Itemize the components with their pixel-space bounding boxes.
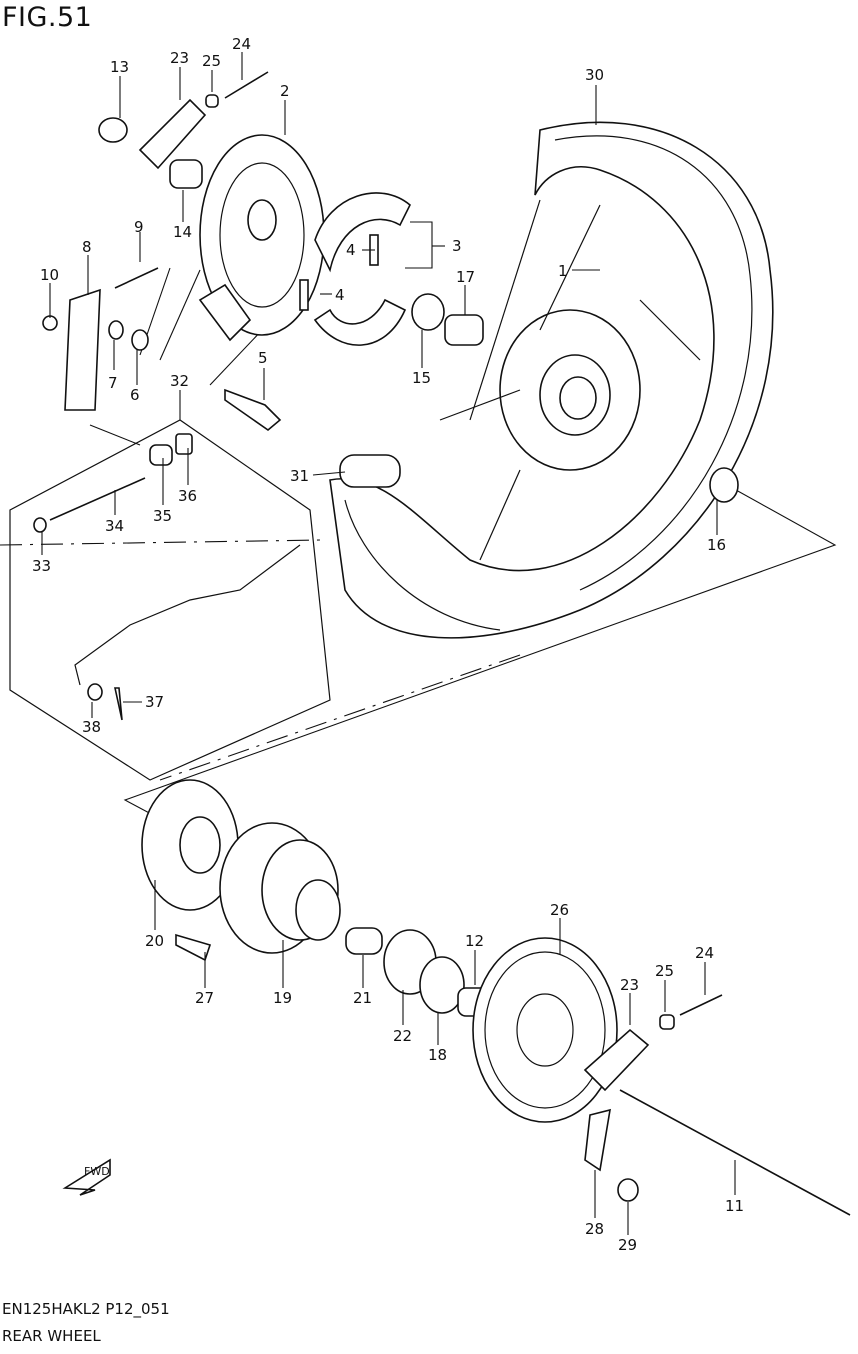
- brake-shoe-upper: [314, 192, 411, 273]
- callout-31: 31: [290, 467, 309, 485]
- callout-18: 18: [428, 1046, 447, 1064]
- callout-23: 23: [620, 976, 639, 994]
- spacer: [169, 159, 203, 189]
- callout-32: 32: [170, 372, 189, 390]
- callout-35: 35: [153, 507, 172, 525]
- callout-4: 4: [346, 241, 356, 259]
- callout-6: 6: [130, 386, 140, 404]
- rear-hub: [219, 822, 341, 954]
- callout-3: 3: [452, 237, 462, 255]
- bearing: [709, 467, 739, 503]
- callout-12: 12: [465, 932, 484, 950]
- joint: [149, 444, 173, 466]
- callout-28: 28: [585, 1220, 604, 1238]
- nut: [98, 117, 128, 143]
- washer: [33, 517, 47, 533]
- leader-lines: [41, 52, 736, 1235]
- wheel-rim: [439, 199, 701, 561]
- callout-2: 2: [280, 82, 290, 100]
- callout-33: 33: [32, 557, 51, 575]
- brake-shoe-lower: [313, 298, 407, 346]
- callout-22: 22: [393, 1027, 412, 1045]
- callout-13: 13: [110, 58, 129, 76]
- oil-seal: [419, 956, 465, 1014]
- callout-26: 26: [550, 901, 569, 919]
- callout-34: 34: [105, 517, 124, 535]
- tube: [339, 454, 401, 488]
- fwd-arrow-icon: FWD: [62, 1158, 111, 1196]
- callout-36: 36: [178, 487, 197, 505]
- brake-rod: [74, 544, 301, 686]
- brake-spring: [299, 279, 309, 311]
- pin: [175, 433, 193, 455]
- chain-adjuster: [583, 1028, 650, 1092]
- callout-29: 29: [618, 1236, 637, 1254]
- svg-text:FWD: FWD: [84, 1165, 110, 1178]
- axle-nut: [617, 1178, 639, 1202]
- callout-16: 16: [707, 536, 726, 554]
- brake-spring: [49, 477, 146, 521]
- adjuster-bolt: [679, 994, 723, 1016]
- washer: [87, 683, 103, 701]
- callout-1: 1: [558, 262, 568, 280]
- callout-8: 8: [82, 238, 92, 256]
- callout-21: 21: [353, 989, 372, 1007]
- rear-sprocket: [472, 937, 618, 1123]
- callout-27: 27: [195, 989, 214, 1007]
- nut: [42, 315, 58, 331]
- air-valve: [224, 388, 282, 432]
- washer: [205, 94, 219, 108]
- callout-25: 25: [202, 52, 221, 70]
- rear-axle: [619, 1089, 851, 1216]
- callout-14: 14: [173, 223, 192, 241]
- washer: [108, 320, 124, 340]
- washer: [131, 329, 149, 351]
- chain-adjuster-plate: [584, 1108, 611, 1172]
- callout-20: 20: [145, 932, 164, 950]
- washer: [659, 1014, 675, 1030]
- callout-23: 23: [170, 49, 189, 67]
- spacer: [444, 314, 484, 346]
- callout-30: 30: [585, 66, 604, 84]
- callout-17: 17: [456, 268, 475, 286]
- callout-labels: 1 2 3 4 4 5 6 7 8 9 10 11 12 13 14 15 16…: [32, 35, 744, 1254]
- callout-25: 25: [655, 962, 674, 980]
- bolt: [114, 267, 159, 289]
- callout-15: 15: [412, 369, 431, 387]
- callout-7: 7: [108, 374, 118, 392]
- callout-24: 24: [232, 35, 251, 53]
- callout-11: 11: [725, 1197, 744, 1215]
- drawing-code: EN125HAKL2 P12_051: [2, 1300, 170, 1318]
- drawing-name: REAR WHEEL: [2, 1327, 101, 1345]
- chain-adjuster: [138, 98, 207, 170]
- callout-9: 9: [134, 218, 144, 236]
- bearing: [411, 293, 445, 331]
- callout-19: 19: [273, 989, 292, 1007]
- callout-37: 37: [145, 693, 164, 711]
- callout-4: 4: [335, 286, 345, 304]
- callout-5: 5: [258, 349, 268, 367]
- callout-24: 24: [695, 944, 714, 962]
- adjuster-bolt: [224, 71, 269, 99]
- collar: [345, 927, 383, 955]
- wheel-damper: [141, 779, 239, 911]
- brake-rod-group-outline: [9, 419, 331, 781]
- callout-38: 38: [82, 718, 101, 736]
- torque-link: [64, 288, 101, 411]
- callout-10: 10: [40, 266, 59, 284]
- cotter-pin: [114, 687, 123, 721]
- figure-title: FIG.51: [2, 2, 93, 33]
